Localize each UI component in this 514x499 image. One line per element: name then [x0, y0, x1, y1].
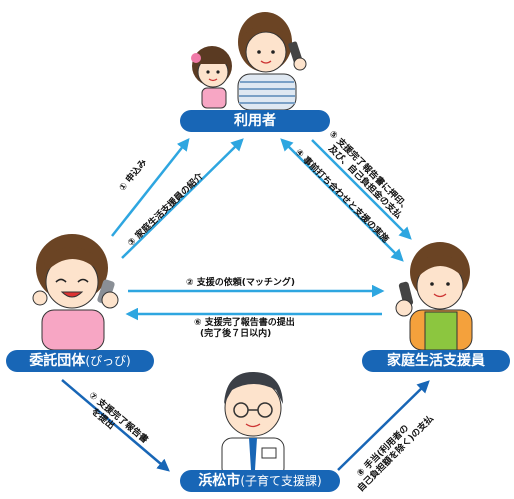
user-illustration — [191, 12, 307, 111]
arrow-meeting — [280, 138, 404, 262]
node-org-label: 委託団体 — [29, 353, 86, 369]
org-illustration — [32, 234, 119, 351]
node-city-label: 浜松市 — [198, 473, 241, 489]
node-user-label: 利用者 — [234, 113, 276, 129]
node-support-label: 家庭生活支援員 — [387, 353, 485, 369]
step-2-text: ② 支援の依頼(マッチング) — [186, 278, 295, 288]
step-6-text-2: (完了後７日以内) — [200, 329, 272, 339]
node-org-sub: (ぴっぴ) — [85, 354, 131, 368]
step-6-label: ⑥ 支援完了報告書の提出 (完了後７日以内) — [194, 318, 295, 340]
city-illustration — [221, 372, 285, 479]
node-user: 利用者 — [180, 110, 330, 132]
arrow-submit-report — [61, 379, 170, 472]
arrow-apply — [111, 138, 190, 237]
node-support: 家庭生活支援員 — [362, 350, 510, 372]
node-city: 浜松市(子育て支援課) — [180, 470, 340, 492]
step-2-label: ② 支援の依頼(マッチング) — [186, 278, 295, 289]
arrow-allowance — [337, 380, 430, 471]
step-6-text-1: ⑥ 支援完了報告書の提出 — [194, 318, 295, 328]
support-illustration — [395, 242, 473, 351]
node-org: 委託団体(ぴっぴ) — [6, 350, 154, 372]
node-city-sub: (子育て支援課) — [240, 474, 322, 488]
arrow-introduce — [121, 138, 244, 259]
arrow-payment-user — [311, 139, 412, 240]
